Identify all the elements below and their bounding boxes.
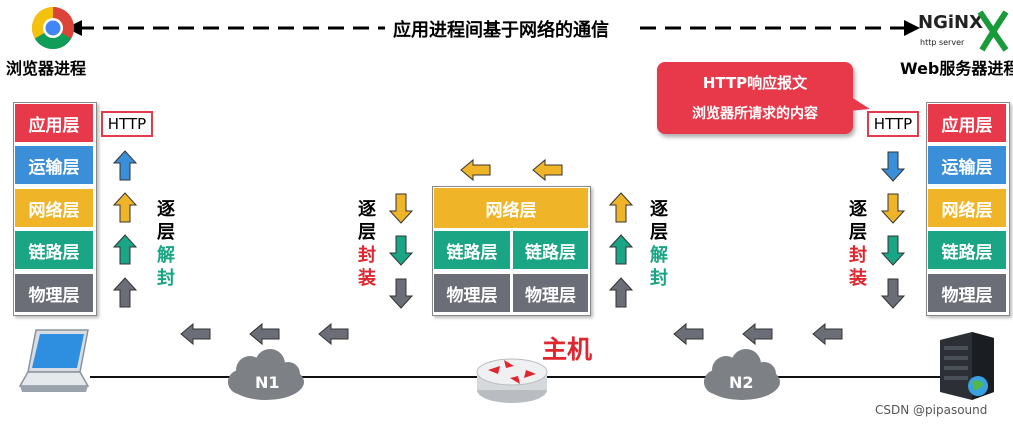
mid-left-encap-label: 逐层 封装 xyxy=(358,199,376,289)
diagram-title: 应用进程间基于网络的通信 xyxy=(393,20,609,41)
n1-label: N1 xyxy=(255,373,280,392)
bottom-left-arrow-2 xyxy=(249,322,280,346)
right-down-arrow-link xyxy=(880,235,906,266)
mid-link-layer-right: 链路层 xyxy=(512,230,589,270)
router-left-arrow-1 xyxy=(460,158,491,182)
midleft-down-arrow-link xyxy=(388,235,414,266)
left-up-arrow-physical xyxy=(112,277,138,308)
host-label: 主机 xyxy=(542,335,593,364)
right-network-layer: 网络层 xyxy=(927,188,1007,228)
n2-label: N2 xyxy=(729,373,754,392)
mid-physical-layer-left: 物理层 xyxy=(433,273,511,313)
browser-label: 浏览器进程 xyxy=(6,59,87,78)
right-down-arrow-network xyxy=(880,193,906,224)
bottom-left-arrow-5 xyxy=(742,322,773,346)
bottom-left-arrow-1 xyxy=(180,322,211,346)
router-icon xyxy=(476,358,548,403)
left-up-arrow-network xyxy=(112,192,138,223)
left-link-layer: 链路层 xyxy=(14,230,94,270)
midright-up-arrow-network xyxy=(608,192,634,223)
mid-physical-layer-right: 物理层 xyxy=(512,273,589,313)
right-down-arrow-physical xyxy=(880,278,906,309)
left-up-arrow-transport xyxy=(112,150,138,181)
server-label: Web服务器进程 xyxy=(900,59,1013,78)
nginx-logo: NGiNX http server xyxy=(918,8,1013,56)
right-encap-label: 逐层 封装 xyxy=(849,199,867,289)
midleft-down-arrow-network xyxy=(388,193,414,224)
http-response-callout: HTTP响应报文 浏览器所请求的内容 xyxy=(657,62,853,134)
right-link-layer: 链路层 xyxy=(927,230,1007,270)
right-down-arrow-transport xyxy=(880,151,906,182)
left-decap-label: 逐层 解封 xyxy=(157,199,175,289)
mid-network-layer: 网络层 xyxy=(433,187,589,229)
network-n2-cloud: N2 xyxy=(704,349,780,400)
bottom-left-arrow-6 xyxy=(812,322,843,346)
bottom-left-arrow-4 xyxy=(673,322,704,346)
midright-up-arrow-link xyxy=(608,234,634,265)
server-icon xyxy=(940,332,994,400)
left-network-layer: 网络层 xyxy=(14,188,94,228)
callout-line1: HTTP响应报文 xyxy=(702,74,808,92)
router-left-arrow-2 xyxy=(532,158,563,182)
left-physical-layer: 物理层 xyxy=(14,273,94,313)
callout-line2: 浏览器所请求的内容 xyxy=(692,106,818,122)
network-n1-cloud: N1 xyxy=(228,349,304,400)
callout-pointer xyxy=(848,95,870,111)
left-transport-layer: 运输层 xyxy=(14,145,94,185)
left-app-layer: 应用层 xyxy=(14,103,94,143)
left-up-arrow-link xyxy=(112,234,138,265)
laptop-icon xyxy=(18,329,90,392)
watermark: CSDN @pipasound xyxy=(875,403,988,417)
right-physical-layer: 物理层 xyxy=(927,273,1007,313)
midright-up-arrow-physical xyxy=(608,277,634,308)
chrome-icon xyxy=(31,6,75,50)
right-app-layer: 应用层 xyxy=(927,103,1007,143)
mid-right-decap-label: 逐层 解封 xyxy=(650,199,668,289)
left-http-tag: HTTP xyxy=(101,111,153,137)
midleft-down-arrow-physical xyxy=(388,278,414,309)
right-transport-layer: 运输层 xyxy=(927,145,1007,185)
bottom-left-arrow-3 xyxy=(318,322,349,346)
mid-link-layer-left: 链路层 xyxy=(433,230,511,270)
right-http-tag: HTTP xyxy=(867,111,919,137)
